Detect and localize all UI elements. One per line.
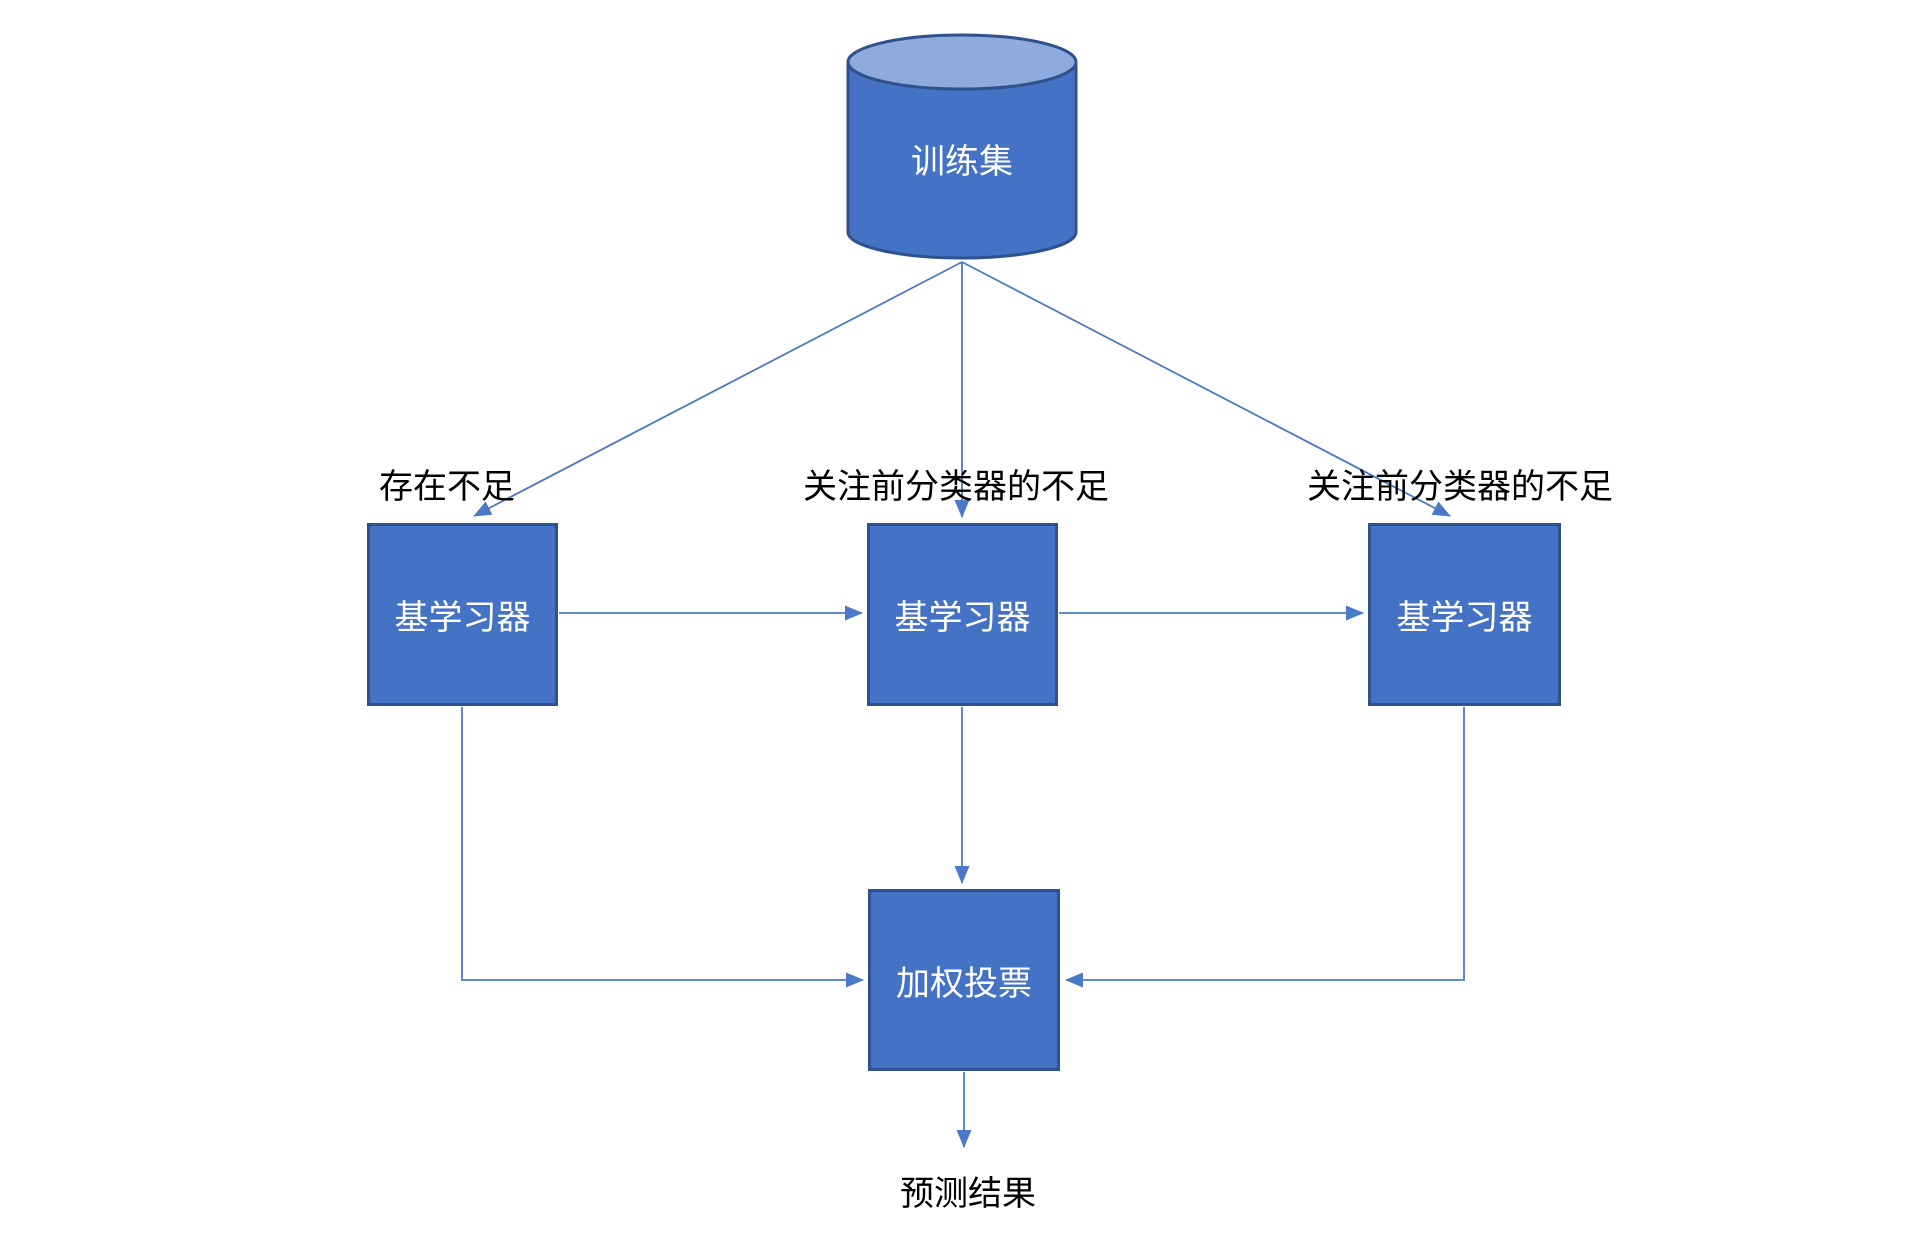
base-learner-label-1: 基学习器	[394, 599, 531, 637]
training-set-label: 训练集	[911, 143, 1013, 181]
arrow-learner1-to-vote	[461, 707, 864, 988]
training-set-cylinder-top	[846, 33, 1078, 91]
arrow-trainingset-to-learner1	[473, 261, 963, 517]
weighted-vote-label: 加权投票	[896, 964, 1032, 1003]
weighted-vote-box: 加权投票	[868, 889, 1060, 1071]
annotation-learner1: 存在不足	[379, 468, 515, 506]
training-set-node: 训练集	[848, 35, 1076, 258]
base-learner-box-3: 基学习器	[1368, 523, 1561, 706]
base-learner-box-1: 基学习器	[367, 523, 558, 706]
arrow-trainingset-to-learner3	[961, 261, 1451, 517]
annotation-learner3: 关注前分类器的不足	[1307, 468, 1613, 506]
result-label: 预测结果	[900, 1175, 1036, 1213]
base-learner-label-2: 基学习器	[894, 599, 1031, 637]
arrow-learner3-to-vote	[1065, 707, 1465, 988]
annotation-learner2: 关注前分类器的不足	[803, 468, 1109, 506]
base-learner-box-2: 基学习器	[867, 523, 1058, 706]
base-learner-label-3: 基学习器	[1396, 599, 1533, 637]
